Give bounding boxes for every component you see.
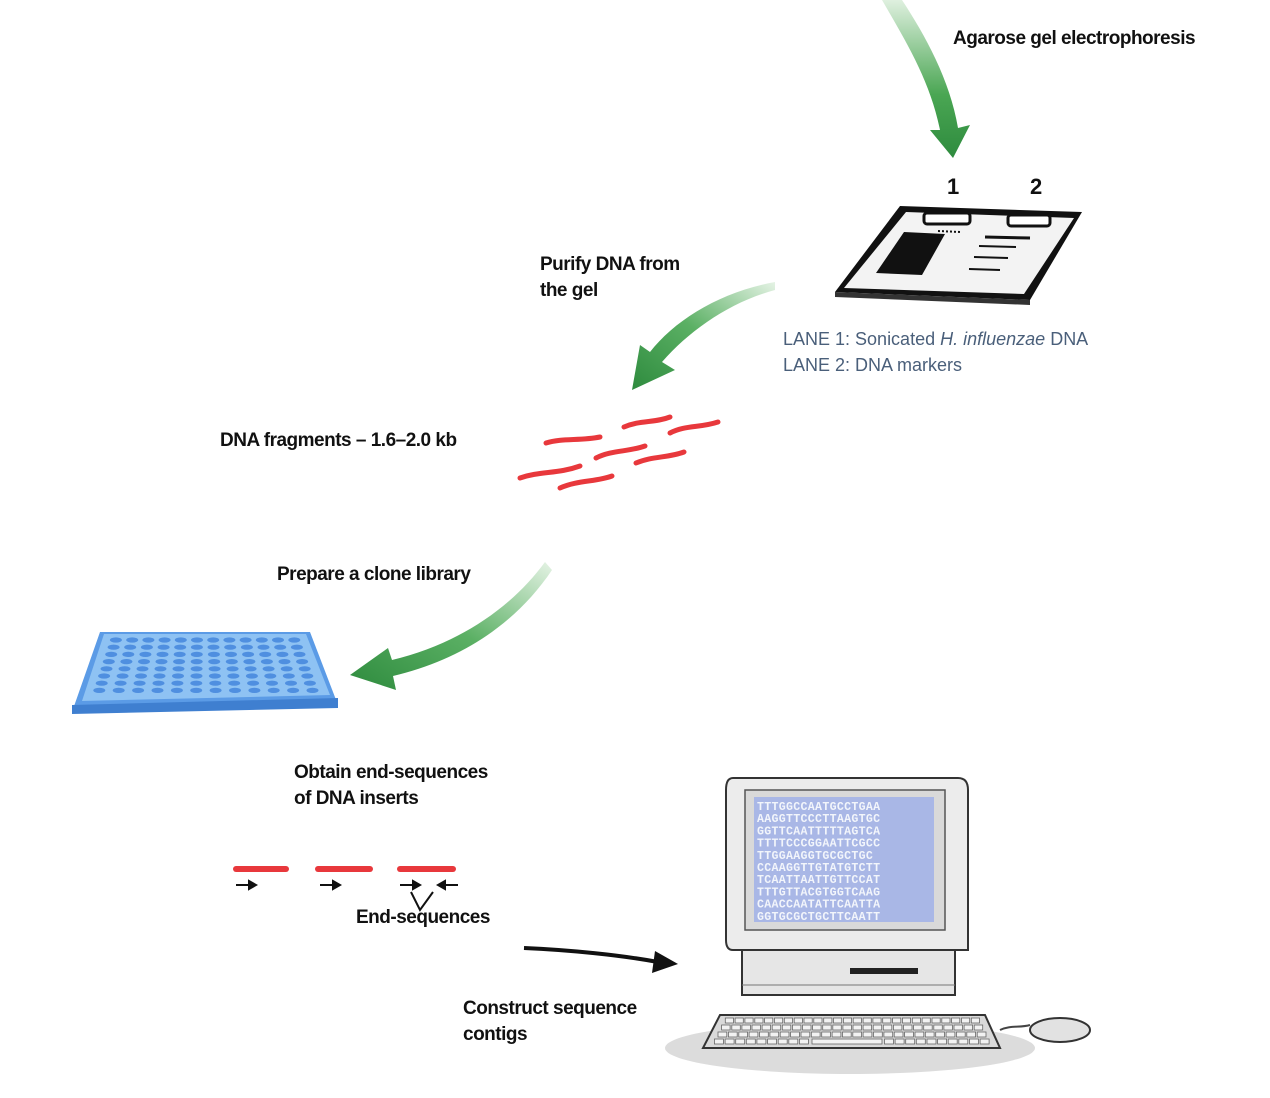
screen-sequence-line: CAACCAATATTCAATTA [757, 899, 880, 912]
gel-lane-1-number: 1 [947, 174, 960, 199]
lane-1-prefix: LANE 1: Sonicated [783, 329, 941, 349]
gel-lane-2-description: LANE 2: DNA markers [783, 355, 963, 375]
screen-sequence-line: TTTTCCCGGAATTCGCC [757, 838, 880, 851]
black-arrow-icon [523, 946, 678, 973]
step-clone-library-label: Prepare a clone library [277, 564, 471, 585]
step-electrophoresis-label: Agarose gel electrophoresis [953, 28, 1196, 49]
gel-lane-2-number: 2 [1030, 174, 1043, 199]
step-purify-label-line1: Purify DNA from [540, 254, 680, 275]
step-contigs-label-line1: Construct sequence [463, 998, 637, 1019]
step-end-sequences-label-line1: Obtain end-sequences [294, 762, 488, 783]
screen-sequence-line: TTGGAAGGTGCGCTGC [757, 850, 873, 863]
screen-sequence-line: TCAATTAATTGTTCCAT [757, 874, 880, 887]
green-curved-arrow-2 [632, 282, 775, 390]
computer-icon: TTTGGCCAATGCCTGAAAAGGTTCCCTTAAGTGCGGTTCA… [665, 777, 1091, 1074]
step-fragments-label: DNA fragments – 1.6–2.0 kb [220, 430, 457, 451]
step-contigs-label-line2: contigs [463, 1024, 528, 1045]
green-curved-arrow-3 [350, 562, 552, 690]
screen-sequence-line: AAGGTTCCCTTAAGTGC [757, 813, 880, 826]
primer-arrows [236, 879, 458, 912]
green-curved-arrow-1 [882, 0, 970, 158]
screen-sequence-line: TTTGGCCAATGCCTGAA [757, 801, 880, 814]
microtiter-plate-icon [72, 632, 338, 714]
screen-sequence-line: CCAAGGTTGTATGTCTT [757, 862, 880, 875]
dna-fragments [517, 414, 721, 491]
step-end-sequences-label-line2: of DNA inserts [294, 788, 419, 809]
screen-sequence-line: GGTGCGCTGCTTCAATT [757, 911, 880, 924]
screen-sequence-line: GGTTCAATTTTTAGTCA [757, 825, 880, 838]
step-purify-label-line2: the gel [540, 280, 598, 301]
lane-1-suffix: DNA [1045, 329, 1089, 349]
screen-sequence-line: TTTGTTACGTGGTCAAG [757, 886, 880, 899]
gel-lane-1-description: LANE 1: Sonicated H. influenzae DNA [783, 326, 1088, 352]
lane-1-species: H. influenzae [940, 329, 1046, 349]
end-sequences-label: End-sequences [356, 907, 490, 928]
gel-tray-icon [835, 206, 1082, 305]
